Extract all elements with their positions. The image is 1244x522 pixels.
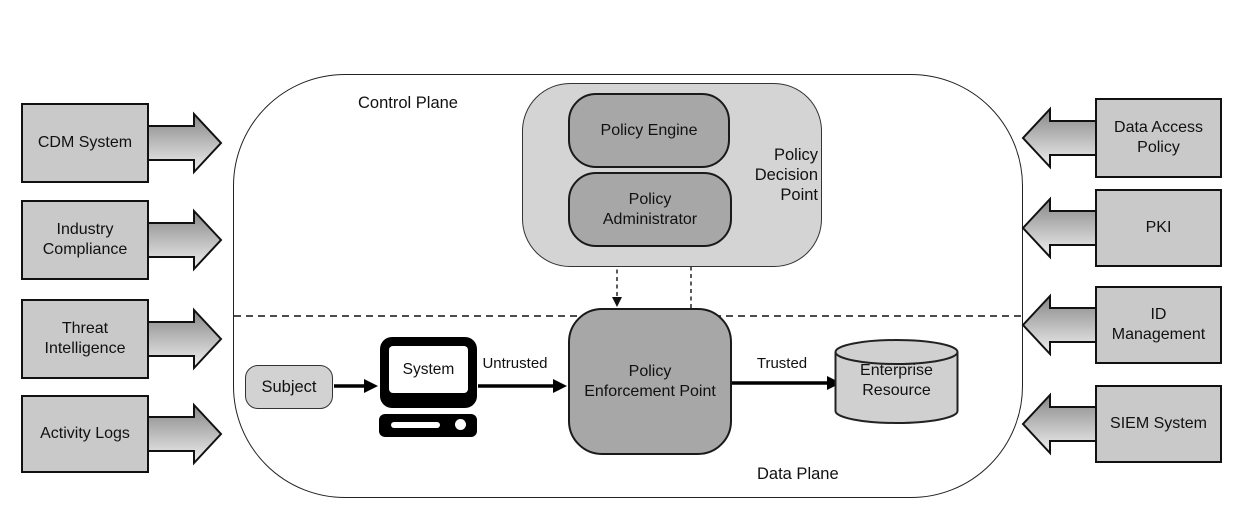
input-box-id-management: ID Management [1095, 286, 1222, 364]
node-label: Policy Administrator [602, 190, 698, 228]
untrusted-label: Untrusted [482, 355, 548, 372]
input-label: CDM System [37, 134, 133, 151]
input-label: SIEM System [1110, 415, 1207, 432]
input-box-pki: PKI [1095, 189, 1222, 267]
input-box-siem-system: SIEM System [1095, 385, 1222, 463]
input-box-industry-compliance: Industry Compliance [21, 200, 149, 280]
pep-to-resource-arrowhead-icon [827, 376, 841, 390]
policy-decision-point-label: Policy Decision Point [754, 146, 818, 205]
system-label: System [402, 360, 455, 378]
input-label: Industry Compliance [42, 221, 128, 258]
input-box-cdm-system: CDM System [21, 103, 149, 183]
data-plane-label: Data Plane [757, 465, 839, 483]
database-cylinder-icon [834, 352, 959, 424]
node-label: Policy Engine [600, 121, 698, 139]
system-to-pep-arrowhead-icon [553, 379, 567, 393]
computer-base-slot-icon [391, 422, 440, 428]
arrow-pki-icon [1021, 196, 1098, 260]
trusted-label: Trusted [756, 355, 808, 372]
arrow-threat-intelligence-icon [146, 307, 223, 371]
database-cylinder-top-icon [834, 339, 959, 365]
arrow-id-management-icon [1021, 293, 1098, 357]
arrowhead-down-icon [612, 297, 622, 307]
arrow-data-access-policy-icon [1021, 106, 1098, 170]
input-label: Threat Intelligence [44, 320, 126, 357]
input-label: Data Access Policy [1114, 119, 1203, 156]
enterprise-resource-label: Enterprise Resource [860, 362, 933, 399]
input-box-data-access-policy: Data Access Policy [1095, 98, 1222, 178]
arrow-industry-compliance-icon [146, 208, 223, 272]
input-label: Activity Logs [40, 425, 130, 442]
subject-to-system-arrowhead-icon [364, 379, 378, 393]
arrow-activity-logs-icon [146, 402, 223, 466]
input-box-activity-logs: Activity Logs [21, 395, 149, 473]
policy-enforcement-point-node: Policy Enforcement Point [568, 308, 732, 455]
control-plane-label: Control Plane [358, 94, 458, 112]
subject-node: Subject [245, 365, 333, 409]
input-label: PKI [1145, 219, 1172, 236]
input-box-threat-intelligence: Threat Intelligence [21, 299, 149, 379]
arrow-siem-system-icon [1021, 392, 1098, 456]
policy-engine-node: Policy Engine [568, 93, 730, 168]
computer-base-button-icon [455, 419, 466, 430]
input-label: ID Management [1111, 306, 1206, 343]
subject-label: Subject [261, 377, 317, 396]
node-label: Policy Enforcement Point [584, 362, 716, 400]
computer-screen: System [389, 346, 468, 393]
arrow-cdm-system-icon [146, 111, 223, 175]
policy-administrator-node: Policy Administrator [568, 172, 732, 247]
